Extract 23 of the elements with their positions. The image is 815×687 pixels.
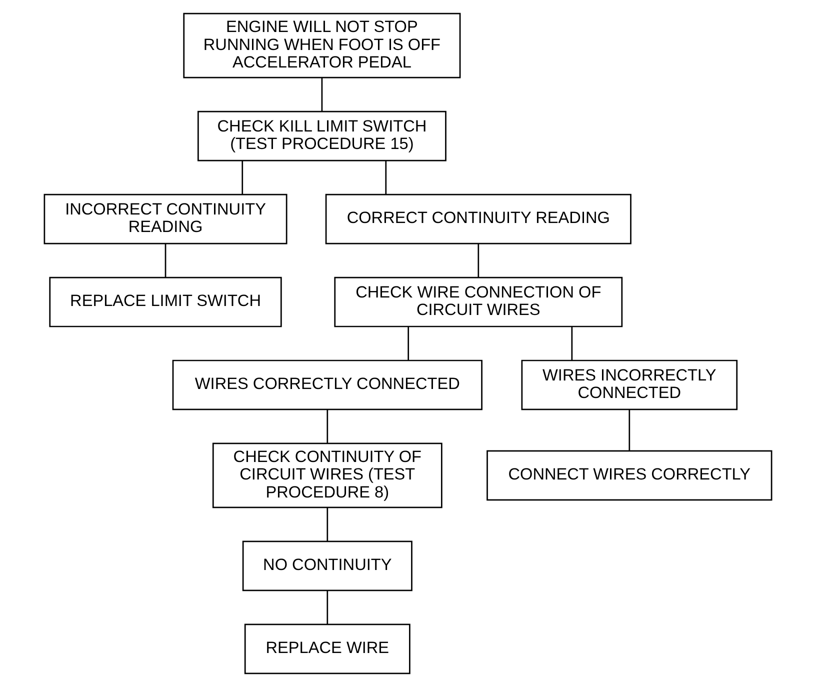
connector <box>326 590 328 624</box>
connector <box>241 160 243 194</box>
node-box: CHECK WIRE CONNECTION OF CIRCUIT WIRES <box>334 276 622 328</box>
node-box: NO CONTINUITY <box>242 540 412 592</box>
connector <box>407 326 409 360</box>
connector <box>326 410 328 443</box>
node-box: WIRES CORRECTLY CONNECTED <box>172 360 482 410</box>
node-box: REPLACE LIMIT SWITCH <box>48 276 282 328</box>
node-box: CORRECT CONTINUITY READING <box>324 194 631 244</box>
node-box: CONNECT WIRES CORRECTLY <box>486 450 772 501</box>
node-box: INCORRECT CONTINUITY READING <box>43 194 287 244</box>
node-box: ENGINE WILL NOT STOP RUNNING WHEN FOOT IS OFF ACCELERATOR PEDAL <box>182 12 460 78</box>
connector <box>477 244 479 278</box>
connector <box>326 508 328 541</box>
connector <box>570 326 572 360</box>
connector <box>320 78 322 112</box>
node-box: CHECK KILL LIMIT SWITCH (TEST PROCEDURE 15) <box>196 110 446 162</box>
node-box: REPLACE WIRE <box>244 624 410 674</box>
connector <box>164 244 166 278</box>
connector <box>384 160 386 194</box>
node-box: WIRES INCORRECTLY CONNECTED <box>520 360 738 410</box>
connector <box>628 410 630 451</box>
node-box: CHECK CONTINUITY OF CIRCUIT WIRES (TEST PROCEDURE 8) <box>212 442 442 508</box>
